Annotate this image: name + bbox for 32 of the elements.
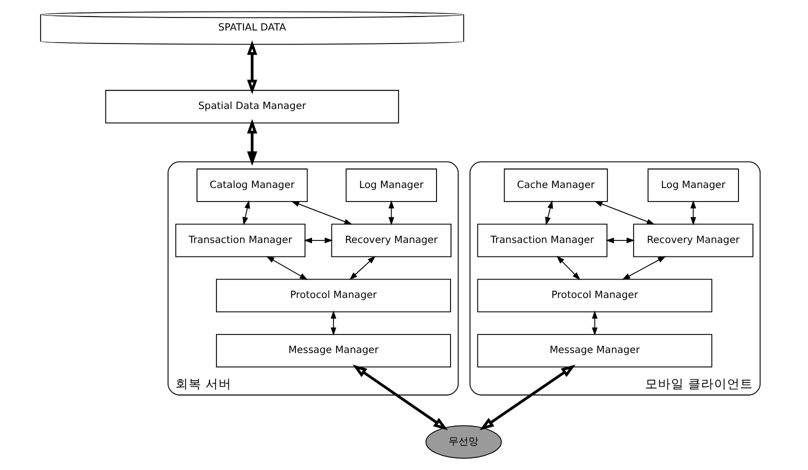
arrow — [545, 200, 554, 226]
arrow — [242, 200, 250, 226]
arrow — [606, 238, 635, 244]
arrow — [247, 118, 258, 166]
node-box: Message Manager — [216, 334, 451, 368]
node-box: Message Manager — [477, 334, 712, 368]
node-box: Protocol Manager — [477, 278, 712, 312]
arrow — [304, 238, 333, 244]
arrow — [349, 256, 376, 280]
arrow — [622, 256, 666, 280]
node-box: Recovery Manager — [633, 224, 754, 258]
node-box: Transaction Manager — [477, 224, 608, 258]
arrow — [247, 40, 258, 94]
arrow — [266, 256, 308, 280]
arrow — [556, 256, 580, 280]
node-box: Log Manager — [346, 168, 437, 202]
node-box: Protocol Manager — [216, 278, 451, 312]
node-box: Spatial Data Manager — [105, 90, 400, 124]
arrow — [330, 310, 336, 336]
node-box: Transaction Manager — [175, 224, 306, 258]
arrow — [480, 364, 576, 430]
node-box: Cache Manager — [504, 168, 608, 202]
node-box: Recovery Manager — [331, 224, 452, 258]
node-ellipse: 무선망 — [426, 425, 502, 459]
arrow — [594, 201, 655, 225]
arrow — [291, 201, 352, 225]
arrow — [592, 310, 598, 336]
arrow — [690, 200, 696, 226]
node-box: Catalog Manager — [196, 168, 308, 202]
node-box: Log Manager — [648, 168, 739, 202]
arrow — [388, 200, 394, 226]
arrow — [352, 364, 448, 430]
